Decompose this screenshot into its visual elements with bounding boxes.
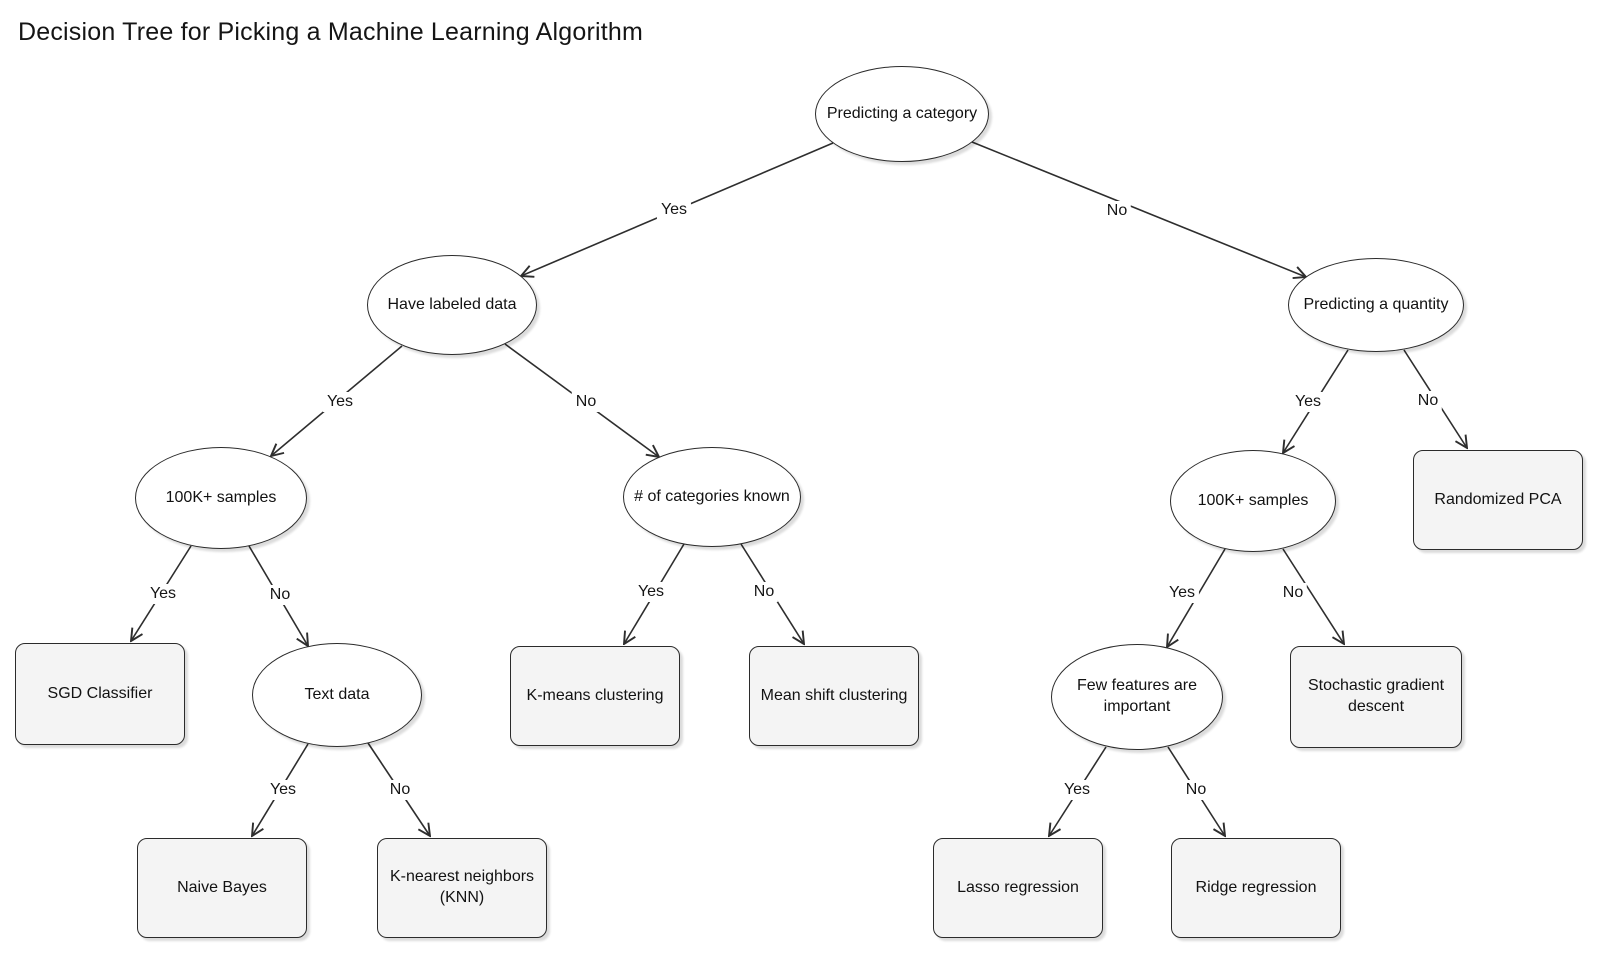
node-kmeans-clustering: K-means clustering	[510, 646, 680, 746]
node-label: K-means clustering	[526, 686, 664, 704]
node-lasso-regression: Lasso regression	[933, 838, 1103, 938]
node-100k-samples-left: 100K+ samples	[135, 447, 307, 549]
node-label: Predicting a quantity	[1303, 295, 1449, 313]
node-label: Randomized PCA	[1434, 490, 1562, 508]
node-ridge-regression: Ridge regression	[1171, 838, 1341, 938]
node-label: Text data	[304, 685, 370, 703]
node-label: Few features are important	[1076, 677, 1198, 715]
edge-label-labeled-no: No	[571, 392, 601, 412]
edge-label-samples-right-no: No	[1278, 583, 1308, 603]
edge-label-text-yes: Yes	[265, 780, 301, 800]
node-label: Mean shift clustering	[760, 686, 908, 704]
node-have-labeled-data: Have labeled data	[367, 255, 537, 355]
edge-label-quantity-yes: Yes	[1290, 392, 1326, 412]
node-knn: K-nearest neighbors (KNN)	[377, 838, 547, 938]
node-label: K-nearest neighbors (KNN)	[389, 868, 535, 906]
edge-label-category-yes: Yes	[656, 200, 692, 220]
node-label: Naive Bayes	[177, 878, 267, 896]
node-few-features-important: Few features are important	[1051, 644, 1223, 750]
node-naive-bayes: Naive Bayes	[137, 838, 307, 938]
edge-samples-right-no	[1282, 548, 1344, 644]
edge-category-no	[971, 141, 1306, 277]
edge-label-quantity-no: No	[1413, 391, 1443, 411]
edge-label-categories-yes: Yes	[633, 582, 669, 602]
edge-label-labeled-yes: Yes	[322, 392, 358, 412]
node-predicting-quantity: Predicting a quantity	[1288, 258, 1464, 352]
node-100k-samples-right: 100K+ samples	[1170, 450, 1336, 552]
node-label: 100K+ samples	[165, 488, 277, 506]
node-predicting-category: Predicting a category	[815, 66, 989, 162]
node-stochastic-gradient-descent: Stochastic gradient descent	[1290, 646, 1462, 748]
node-label: Have labeled data	[387, 295, 517, 313]
node-label: # of categories known	[634, 487, 790, 505]
edge-label-text-no: No	[385, 780, 415, 800]
node-label: Stochastic gradient descent	[1307, 677, 1445, 715]
edge-label-categories-no: No	[749, 582, 779, 602]
edge-label-samples-left-no: No	[265, 585, 295, 605]
node-label: 100K+ samples	[1197, 491, 1309, 509]
node-randomized-pca: Randomized PCA	[1413, 450, 1583, 550]
node-label: Lasso regression	[957, 878, 1079, 896]
node-sgd-classifier: SGD Classifier	[15, 643, 185, 745]
edge-label-samples-right-yes: Yes	[1164, 583, 1200, 603]
node-label: SGD Classifier	[47, 684, 153, 702]
node-label: Ridge regression	[1195, 878, 1317, 896]
edge-label-few-no: No	[1181, 780, 1211, 800]
edge-label-few-yes: Yes	[1059, 780, 1095, 800]
node-mean-shift-clustering: Mean shift clustering	[749, 646, 919, 746]
edge-label-samples-left-yes: Yes	[145, 584, 181, 604]
node-label: Predicting a category	[826, 104, 978, 122]
edge-label-category-no: No	[1102, 201, 1132, 221]
node-categories-known: # of categories known	[623, 447, 801, 547]
diagram-title: Decision Tree for Picking a Machine Lear…	[18, 18, 643, 46]
node-text-data: Text data	[252, 643, 422, 747]
